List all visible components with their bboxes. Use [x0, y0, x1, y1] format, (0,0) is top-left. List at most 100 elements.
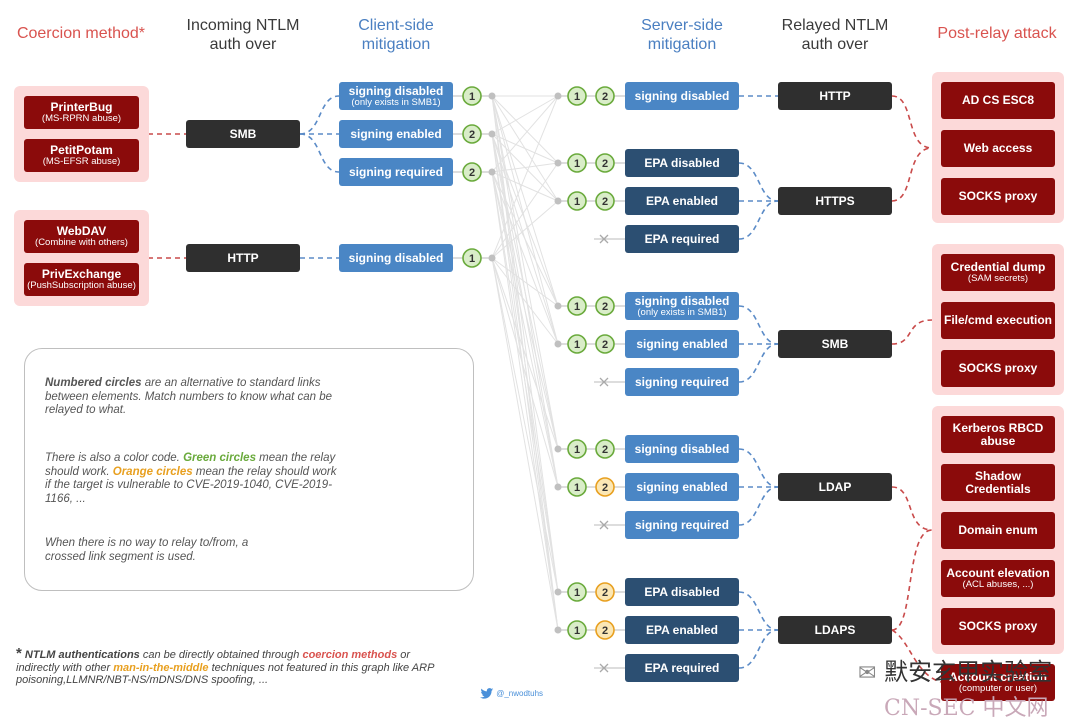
server-ldap-signing-required: signing required — [625, 511, 739, 539]
twitter-icon — [480, 688, 494, 699]
server-http-signing-disabled: signing disabled — [625, 82, 739, 110]
legend-numbered-text: Numbered circles are an alternative to s… — [45, 377, 333, 416]
client-smb-signing-required: signing required — [339, 158, 453, 186]
post-account-creation: Account creation(computer or user) — [941, 664, 1055, 701]
server-circle-a-2 — [567, 191, 587, 211]
client-dot-3 — [488, 254, 496, 262]
server-https-epa-required: EPA required — [625, 225, 739, 253]
server-circle-a-10 — [567, 582, 587, 602]
client-smb-signing-enabled: signing enabled — [339, 120, 453, 148]
post-account-elevation: Account elevation(ACL abuses, ...) — [941, 560, 1055, 597]
post-socks-proxy-ldap: SOCKS proxy — [941, 608, 1055, 645]
fan-line — [491, 162, 559, 259]
fan-line — [491, 200, 559, 259]
fan-line — [491, 257, 559, 450]
server-circle-b-11 — [595, 620, 615, 640]
post-socks-proxy-smb: SOCKS proxy — [941, 350, 1055, 387]
post-socks-proxy-http: SOCKS proxy — [941, 178, 1055, 215]
server-dot-2 — [554, 197, 562, 205]
server-circle-b-0 — [595, 86, 615, 106]
server-https-epa-enabled: EPA enabled — [625, 187, 739, 215]
link-relay-1-c — [738, 343, 779, 383]
coercion-webdav: WebDAV(Combine with others) — [24, 220, 139, 253]
fan-line — [491, 171, 559, 307]
server-ldap-signing-disabled: signing disabled — [625, 435, 739, 463]
server-circle-b-2 — [595, 191, 615, 211]
legend-panel — [24, 348, 474, 591]
server-circle-a-4 — [567, 296, 587, 316]
fan-line — [491, 95, 559, 164]
client-circle-3-label: 1 — [469, 253, 475, 265]
server-ldap-signing-enabled: signing enabled — [625, 473, 739, 501]
fan-line — [491, 95, 559, 259]
link-post-ldaps — [891, 529, 933, 631]
coercion-privexchange: PrivExchange(PushSubscription abuse) — [24, 263, 139, 296]
fan-line — [491, 171, 559, 345]
server-circle-a-0 — [567, 86, 587, 106]
server-circle-b-0-label: 2 — [602, 91, 608, 103]
link-smb-client-1 — [299, 95, 340, 135]
server-circle-a-0-label: 1 — [574, 91, 580, 103]
server-circle-a-11 — [567, 620, 587, 640]
server-circle-b-5 — [595, 334, 615, 354]
fan-line — [491, 95, 559, 135]
wechat-icon: ✉ — [858, 661, 877, 686]
legend-color-text: There is also a color code. Green circle… — [45, 452, 337, 505]
fan-line — [491, 133, 559, 593]
fan-line — [491, 257, 559, 631]
server-circle-a-1 — [567, 153, 587, 173]
fan-lines — [491, 95, 559, 631]
header-client: Client-side mitigation — [358, 17, 434, 53]
client-circle-0 — [462, 86, 482, 106]
fan-line — [491, 95, 559, 450]
relayed-smb: SMB — [778, 330, 892, 358]
link-relay-3-a — [738, 591, 779, 631]
server-dot-10 — [554, 588, 562, 596]
server-dot-7 — [554, 445, 562, 453]
fan-line — [491, 257, 559, 307]
link-relay-2-c — [738, 486, 779, 526]
blocked-cross-icon-6 — [599, 377, 609, 387]
server-smb-signing-required: signing required — [625, 368, 739, 396]
server-circle-a-7 — [567, 439, 587, 459]
fan-line — [491, 171, 559, 450]
relayed-ldaps: LDAPS — [778, 616, 892, 644]
header-server: Server-side mitigation — [641, 17, 723, 53]
link-relay-1-a — [738, 305, 779, 345]
twitter-credit[interactable]: @_nwodtuhs — [480, 688, 543, 700]
server-ldaps-epa-disabled: EPA disabled — [625, 578, 739, 606]
link-post-https — [891, 147, 933, 202]
blocked-cross-icon-3 — [599, 234, 609, 244]
header-post: Post-relay attack — [937, 25, 1057, 42]
client-circle-2-label: 2 — [469, 167, 475, 179]
link-post-ldaps-creation — [891, 629, 942, 683]
relayed-http: HTTP — [778, 82, 892, 110]
client-circle-1 — [462, 124, 482, 144]
link-post-smb — [891, 319, 933, 345]
post-kerberos-rbcd: Kerberos RBCD abuse — [941, 416, 1055, 453]
post-web-access: Web access — [941, 130, 1055, 167]
server-circle-b-1-label: 2 — [602, 158, 608, 170]
fan-line — [491, 171, 559, 202]
client-dot-1 — [488, 130, 496, 138]
link-relay-0-c — [738, 200, 779, 240]
relayed-https: HTTPS — [778, 187, 892, 215]
server-circle-a-5-label: 1 — [574, 339, 580, 351]
header-incoming: Incoming NTLM auth over — [186, 17, 300, 53]
server-circle-b-4-label: 2 — [602, 301, 608, 313]
watermark-text: ✉ 默安玄甲实验室 — [858, 658, 1053, 686]
server-circle-b-10-label: 2 — [602, 587, 608, 599]
server-ldaps-epa-enabled: EPA enabled — [625, 616, 739, 644]
link-relay-0-a — [738, 162, 779, 202]
server-circle-a-10-label: 1 — [574, 587, 580, 599]
fan-line — [491, 257, 559, 593]
legend-crossed-text: When there is no way to relay to/from, a… — [45, 537, 249, 563]
fan-line — [491, 133, 559, 307]
server-dot-1 — [554, 159, 562, 167]
link-relay-2-a — [738, 448, 779, 488]
server-circle-b-8-label: 2 — [602, 482, 608, 494]
fan-line — [491, 171, 559, 488]
server-circle-a-2-label: 1 — [574, 196, 580, 208]
fan-line — [491, 257, 559, 345]
link-post-http — [891, 95, 933, 149]
